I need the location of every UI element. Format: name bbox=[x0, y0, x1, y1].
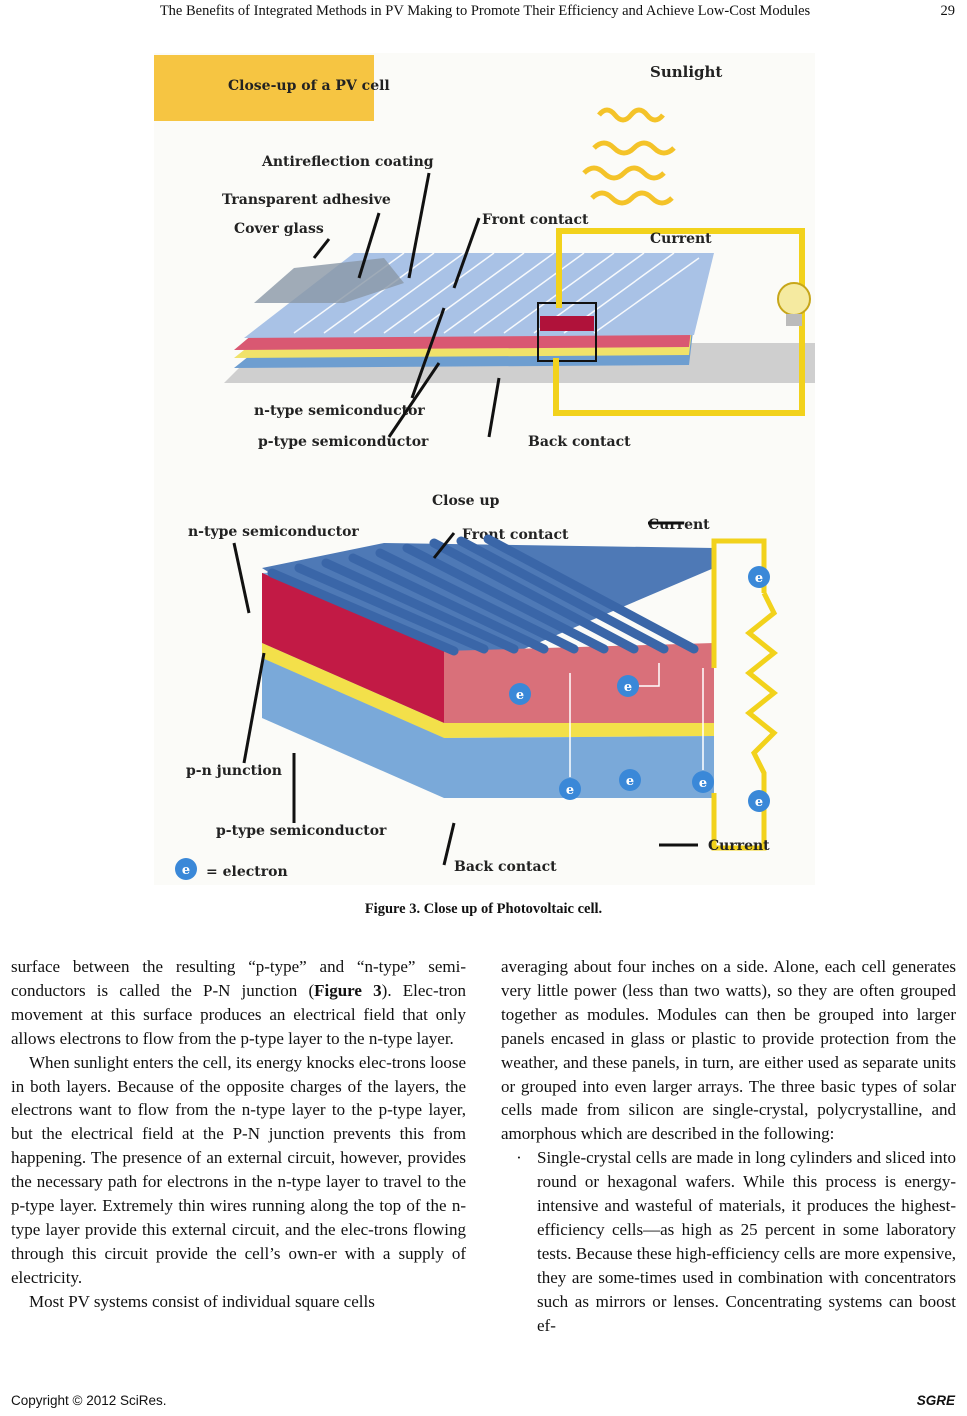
front-contact-bottom-label: Front contact bbox=[462, 527, 569, 543]
paragraph: Most PV systems consist of individual sq… bbox=[29, 1291, 375, 1311]
electron-icon bbox=[748, 790, 770, 812]
list-item: · Single-crystal cells are made in long … bbox=[501, 1146, 956, 1337]
figure-caption: Figure 3. Close up of Photovoltaic cell. bbox=[364, 901, 603, 917]
left-column: surface between the resulting “p-type” a… bbox=[11, 955, 466, 1314]
footer-journal: SGRE bbox=[916, 1393, 955, 1408]
current-top-label: Current bbox=[650, 231, 712, 247]
adhesive-label: Transparent adhesive bbox=[222, 192, 391, 208]
back-contact-bottom-label: Back contact bbox=[454, 859, 557, 875]
electron-paths bbox=[569, 663, 704, 777]
pointer-arrows-top bbox=[312, 172, 501, 438]
bottom-circuit-wire bbox=[711, 538, 779, 851]
current-right-label: Current bbox=[648, 517, 710, 533]
close-up-label: Close up bbox=[432, 493, 500, 509]
pointer-arrows-bottom bbox=[232, 521, 698, 866]
electrons bbox=[175, 566, 770, 880]
running-header-title: The Benefits of Integrated Methods in PV… bbox=[159, 3, 811, 19]
electron-icon bbox=[619, 769, 641, 791]
sunlight-rays bbox=[582, 107, 676, 206]
bullet-mark: · bbox=[516, 1148, 522, 1168]
front-contact-top-label: Front contact bbox=[482, 212, 589, 228]
cover-glass-sheet bbox=[254, 258, 404, 303]
closeup-block bbox=[262, 543, 714, 798]
paragraph: averaging about four inches on a side. A… bbox=[501, 957, 956, 1144]
electron-symbol: e bbox=[626, 774, 634, 789]
page-number: 29 bbox=[940, 3, 956, 19]
electron-icon bbox=[748, 566, 770, 588]
electron-icon bbox=[175, 858, 197, 880]
figure-reference[interactable]: Figure 3 bbox=[314, 980, 382, 1000]
figure-banner bbox=[154, 55, 374, 121]
closeup-front-contacts bbox=[267, 534, 699, 656]
electron-symbol: e bbox=[182, 863, 190, 878]
electron-icon bbox=[509, 683, 531, 705]
ptype-bottom-label: p-type semiconductor bbox=[216, 823, 387, 839]
electron-symbol: e bbox=[699, 776, 707, 791]
footer-copyright: Copyright © 2012 SciRes. bbox=[11, 1393, 167, 1408]
electron-icon bbox=[692, 771, 714, 793]
electron-icon bbox=[617, 675, 639, 697]
electron-symbol: e bbox=[566, 783, 574, 798]
right-column: averaging about four inches on a side. A… bbox=[501, 955, 956, 1338]
cover-glass-label: Cover glass bbox=[234, 221, 324, 237]
antireflection-label: Antireflection coating bbox=[261, 154, 434, 170]
paragraph: surface between the resulting “p-type” a… bbox=[11, 957, 466, 1048]
ptype-top-label: p-type semiconductor bbox=[258, 434, 429, 450]
electron-symbol: e bbox=[755, 571, 763, 586]
pv-cell-figure: Close-up of a PV cell Sunlight bbox=[154, 53, 815, 885]
electron-symbol: e bbox=[755, 795, 763, 810]
electron-symbol: e bbox=[516, 688, 524, 703]
bulb-icon bbox=[777, 282, 811, 326]
pn-junction-label: p-n junction bbox=[186, 763, 282, 779]
ntype-bottom-label: n-type semiconductor bbox=[188, 524, 359, 540]
zoom-box bbox=[537, 302, 597, 362]
current-bottom-label: Current bbox=[708, 838, 770, 854]
paragraph: When sunlight enters the cell, its energ… bbox=[11, 1052, 466, 1287]
back-contact-top-label: Back contact bbox=[528, 434, 631, 450]
list-item-text: Single-crystal cells are made in long cy… bbox=[537, 1148, 956, 1335]
electron-legend-label: = electron bbox=[206, 864, 288, 880]
ntype-top-label: n-type semiconductor bbox=[254, 403, 425, 419]
banner-label: Close-up of a PV cell bbox=[228, 78, 390, 94]
electron-symbol: e bbox=[624, 680, 632, 695]
sunlight-label: Sunlight bbox=[650, 63, 722, 81]
electron-icon bbox=[559, 778, 581, 800]
